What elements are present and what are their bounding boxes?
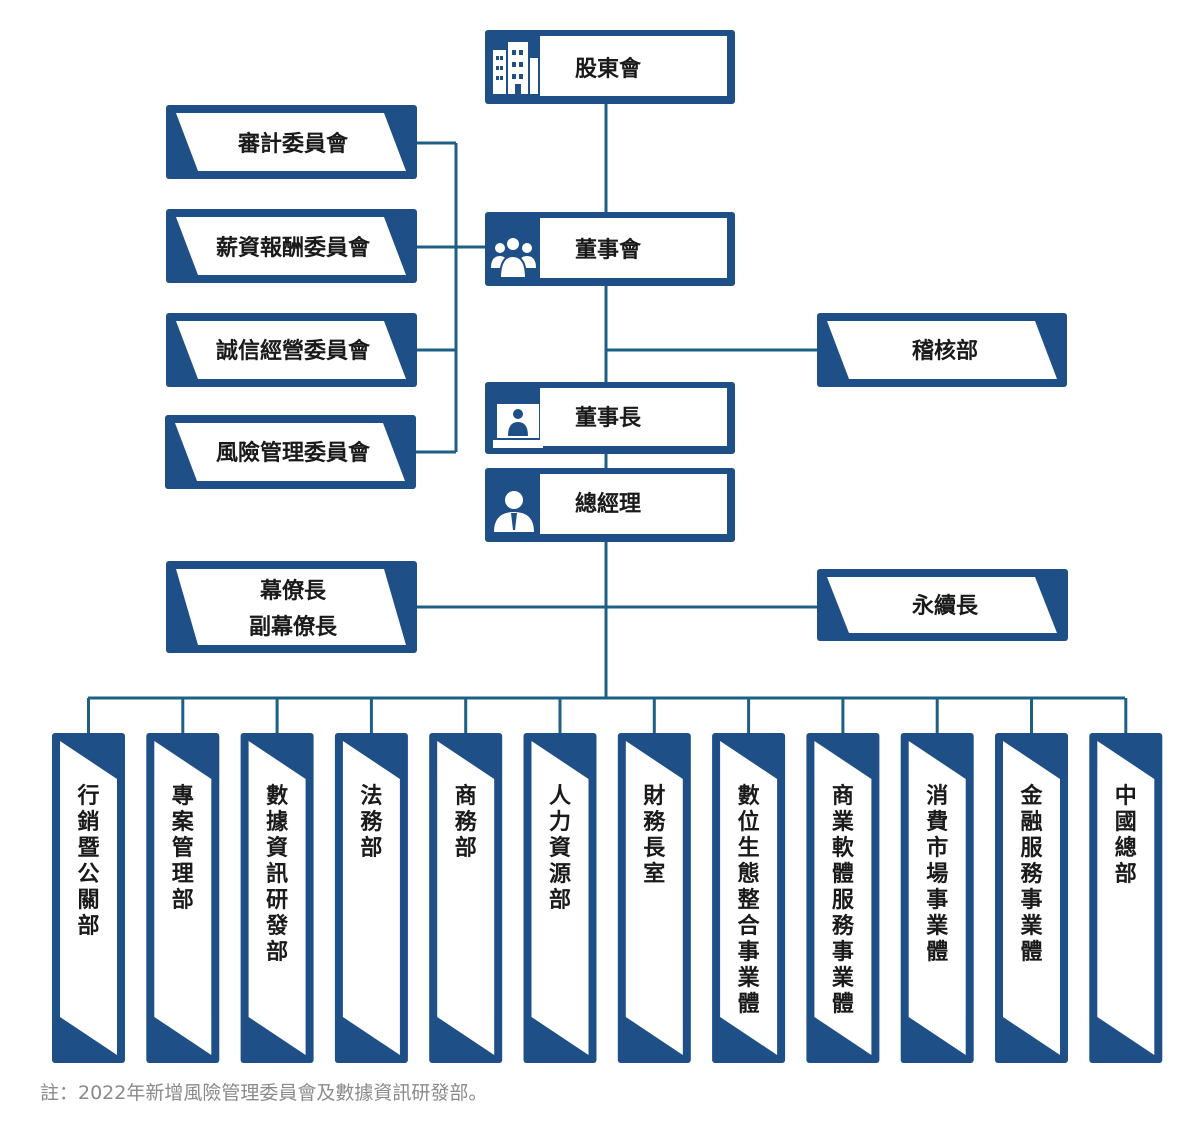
- department-label: 金融服務事業體: [1019, 783, 1043, 965]
- internal-audit-box: 稽核部: [817, 313, 1067, 387]
- department-box: 中國總部: [1089, 733, 1163, 1063]
- department-label: 人力資源部: [549, 784, 571, 913]
- department-box: 財務長室: [617, 733, 691, 1063]
- podium-icon: [493, 404, 543, 448]
- department-box: 金融服務事業體: [995, 733, 1068, 1063]
- department-box: 行銷暨公關部: [52, 733, 125, 1063]
- department-box: 消費市場事業體: [900, 733, 974, 1063]
- risk-committee-label: 風險管理委員會: [216, 440, 371, 466]
- departments: 行銷暨公關部 專案管理部 數據資訊研發部 法務部 商務部 人力資源部 財務長室 數位生態整合事…: [52, 733, 1163, 1063]
- department-box: 法務部: [334, 733, 408, 1063]
- department-label: 數位生態整合事業體: [738, 784, 761, 1017]
- department-label: 專案管理部: [171, 783, 195, 913]
- group-icon: [491, 236, 536, 279]
- department-label: 中國總部: [1115, 784, 1137, 887]
- board-label: 董事會: [575, 237, 642, 263]
- connector-lines: [87, 102, 1128, 733]
- department-box: 數據資訊研發部: [240, 733, 314, 1063]
- shareholders-box: 股東會: [485, 30, 735, 104]
- president-box: 總經理: [485, 468, 735, 542]
- sustainability-box: 永續長: [817, 569, 1068, 641]
- department-label: 法務部: [360, 784, 383, 861]
- board-box: 董事會: [485, 212, 735, 286]
- chairman-box: 董事長: [485, 382, 735, 454]
- sustainability-label: 永續長: [912, 593, 979, 619]
- audit-committee-box: 審計委員會: [166, 105, 417, 179]
- department-label: 數據資訊研發部: [265, 784, 289, 965]
- compensation-committee-box: 薪資報酬委員會: [166, 209, 417, 283]
- internal-audit-label: 稽核部: [912, 338, 978, 364]
- chief-of-staff-box: 幕僚長 副幕僚長: [166, 561, 417, 653]
- shareholders-label: 股東會: [575, 56, 642, 82]
- department-box: 數位生態整合事業體: [712, 733, 786, 1063]
- risk-committee-box: 風險管理委員會: [165, 415, 416, 489]
- department-label: 財務長室: [643, 784, 666, 887]
- chief-of-staff-label: 幕僚長: [259, 578, 327, 604]
- manager-icon: [494, 491, 534, 532]
- footnote: 註：2022年新增風險管理委員會及數據資訊研發部。: [40, 1082, 488, 1104]
- department-label: 消費市場事業體: [926, 784, 949, 965]
- department-label: 商務部: [455, 783, 478, 861]
- compensation-committee-label: 薪資報酬委員會: [216, 235, 371, 261]
- department-box: 商務部: [429, 733, 503, 1063]
- building-icon: [493, 42, 538, 94]
- department-label: 行銷暨公關部: [76, 783, 99, 939]
- integrity-committee-label: 誠信經營委員會: [216, 338, 371, 364]
- president-label: 總經理: [575, 491, 641, 517]
- department-label: 商業軟體服務事業體: [832, 783, 855, 1017]
- department-box: 人力資源部: [523, 733, 597, 1063]
- deputy-chief-of-staff-label: 副幕僚長: [249, 614, 338, 640]
- chairman-label: 董事長: [575, 405, 642, 431]
- department-box: 商業軟體服務事業體: [806, 733, 880, 1063]
- department-box: 專案管理部: [146, 733, 220, 1063]
- audit-committee-label: 審計委員會: [237, 131, 349, 157]
- integrity-committee-box: 誠信經營委員會: [166, 313, 417, 387]
